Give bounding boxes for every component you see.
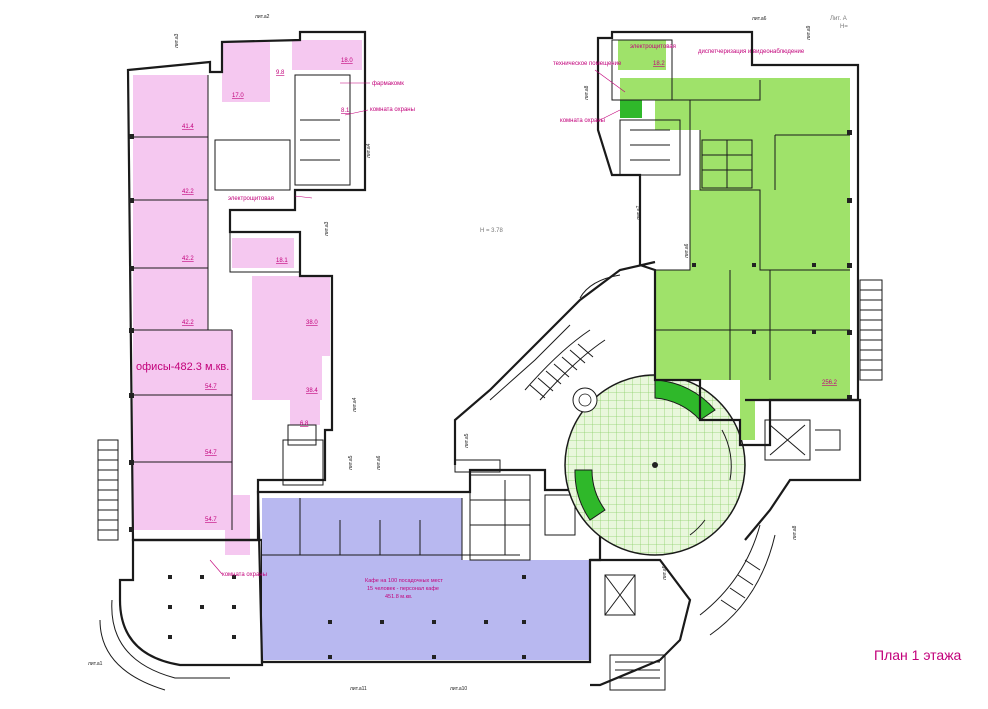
top-left-area-2: 9.8: [276, 70, 285, 76]
lit-label: лит.а5: [662, 565, 668, 580]
office-wing: [97, 30, 367, 555]
tag-dispatch: диспетчеризация и видеонаблюдение: [698, 49, 805, 55]
lit-labels: лит.а3 лит.а2 лит.а4 лит.а3 лит.а4 лит.а…: [88, 14, 812, 692]
lit-label: лит.а2: [255, 14, 270, 20]
tag-technical: техническое помещение: [553, 61, 622, 67]
office-area-5: 54.7: [205, 384, 217, 390]
mid-area-1: 18.1: [276, 258, 288, 264]
lit-label: лит.а6: [752, 16, 767, 22]
ceiling-height: H = 3.78: [480, 228, 504, 234]
top-right-area: 18.2: [653, 61, 665, 67]
cafe-label-3: 451.8 м.кв.: [385, 594, 413, 600]
office-area-6: 54.7: [205, 450, 217, 456]
right-columns: [692, 130, 852, 400]
office-area-labels: 41.4 42.2 42.2 42.2 54.7 54.7 54.7: [182, 124, 217, 523]
mid-area-4: 6.8: [300, 421, 309, 427]
mid-room-a: [232, 238, 294, 268]
office-area-7: 54.7: [205, 517, 217, 523]
lower-atrium-block: [590, 558, 692, 691]
lower-left-room: [225, 495, 250, 555]
cafe-label-1: Кафе на 100 посадочных мест: [365, 578, 443, 584]
lobby-columns: [168, 575, 236, 639]
lit-label: лит.а10: [450, 686, 467, 692]
tag-security-2: комната охраны: [560, 118, 605, 124]
tag-electrical-1: электрощитовая: [228, 196, 274, 202]
atrium-arc-left: [574, 469, 606, 521]
security-room-right: [620, 100, 642, 118]
lit-label: лит.а6: [376, 455, 382, 470]
top-left-labels: 17.0 9.8 18.0 8.1: [232, 58, 353, 114]
plan-title: План 1 этажа: [874, 647, 962, 663]
tag-callouts: фармакомк комната охраны электрощитовая …: [209, 44, 805, 578]
atrium: [564, 374, 746, 556]
lit-header-sub: Н=: [840, 24, 848, 30]
mid-room-b: [252, 276, 330, 356]
mid-room-c: [252, 356, 322, 400]
mid-room-d: [290, 400, 320, 425]
lit-label: лит.а3: [324, 221, 330, 236]
lower-left-lobby: [99, 538, 264, 691]
lit-label: лит.а8: [792, 525, 798, 540]
lit-label: лит.а4: [366, 143, 372, 158]
office-zone: [133, 75, 208, 530]
top-left-room-a: [222, 42, 270, 102]
connector-walls: [453, 260, 656, 473]
offices-label: офисы-482.3 м.кв.: [136, 361, 229, 373]
right-outer-stair: [859, 279, 883, 381]
lit-label: лит.а8: [584, 85, 590, 100]
lit-header: Лит. А: [830, 16, 847, 22]
cafe-labels: Кафе на 100 посадочных мест 15 человек -…: [365, 578, 443, 600]
retail-wing: [596, 30, 883, 447]
top-left-area-3: 18.0: [341, 58, 353, 64]
top-left-area-1: 17.0: [232, 93, 244, 99]
lit-label: лит.а5: [464, 433, 470, 448]
tag-security-1: комната охраны: [370, 107, 415, 113]
left-columns: [129, 134, 134, 532]
top-left-area-4: 8.1: [341, 108, 350, 114]
lit-label: лит.а7: [636, 205, 642, 220]
lit-label: лит.а6: [684, 243, 690, 258]
mid-area-3: 38.4: [306, 388, 318, 394]
tag-electrical-2: электрощитовая: [630, 44, 676, 50]
lit-label: лит.а11: [350, 686, 367, 692]
lower-right-lobby: [699, 398, 862, 636]
lit-label: лит.а3: [174, 33, 180, 48]
retail-area: 256.2: [822, 380, 838, 386]
left-outer-stair: [97, 439, 119, 541]
mid-area-2: 38.0: [306, 320, 318, 326]
cafe-zone: [256, 468, 602, 664]
lit-label: лит.а4: [352, 397, 358, 412]
top-right-room: [618, 40, 666, 70]
lit-label: лит.а1: [88, 661, 103, 667]
office-area-1: 41.4: [182, 124, 194, 130]
tag-security-3: комната охраны: [222, 572, 267, 578]
middle-left-labels: 18.1 38.0 38.4 6.8: [276, 258, 318, 427]
cafe-columns: [328, 575, 526, 659]
lit-label: лит.а9: [806, 25, 812, 40]
tag-farmacy: фармакомк: [372, 81, 404, 87]
lit-label: лит.а5: [348, 455, 354, 470]
office-area-4: 42.2: [182, 320, 194, 326]
cafe-label-2: 15 человек - персонал кафе: [367, 586, 439, 592]
office-area-2: 42.2: [182, 189, 194, 195]
top-left-room-b: [292, 40, 362, 70]
office-area-3: 42.2: [182, 256, 194, 262]
